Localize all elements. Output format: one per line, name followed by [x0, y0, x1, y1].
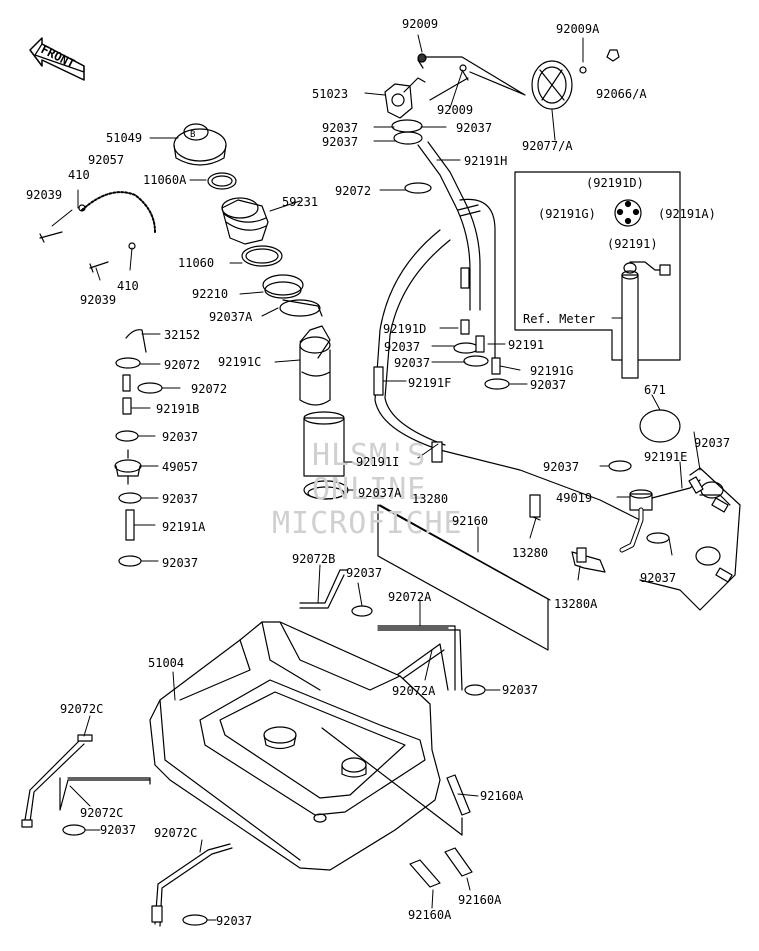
- part-label-92191A: 92191A: [162, 520, 206, 534]
- part-label-92191H: 92191H: [464, 154, 508, 168]
- part-label-92191I: 92191I: [356, 455, 400, 469]
- part-label-92072: 92072: [335, 184, 372, 198]
- vent-disk-92077: [531, 49, 620, 110]
- part-label-92037: 92037: [346, 566, 383, 580]
- part-label-92191E: 92191E: [644, 450, 688, 464]
- part-label-92037: 92037: [502, 683, 539, 697]
- part-label-92037: 92037: [694, 436, 731, 450]
- part-label-92072: 92072: [191, 382, 228, 396]
- part-label-92191F: 92191F: [408, 376, 452, 390]
- svg-text:B: B: [190, 130, 195, 140]
- valve-assembly-51023: [384, 53, 469, 119]
- part-label-92072A: 92072A: [392, 684, 436, 698]
- part-label-92191: 92191: [508, 338, 545, 352]
- part-label-51049: 51049: [106, 131, 143, 145]
- part-label-92037: 92037: [216, 914, 253, 928]
- part-label-92077A: 92077/A: [522, 139, 573, 153]
- part-label-92191B: 92191B: [156, 402, 200, 416]
- part-label-410: 410: [117, 279, 139, 293]
- part-label-59231: 59231: [282, 195, 319, 209]
- fuel-level-sensor: [621, 261, 671, 379]
- part-label-13280: 13280: [512, 546, 549, 560]
- part-label-92191-paren: (92191): [607, 237, 658, 251]
- vent-hose-92191H: [374, 141, 641, 521]
- part-label-92037A: 92037A: [209, 310, 253, 324]
- part-label-92160A: 92160A: [480, 789, 524, 803]
- part-label-92191D: 92191D: [383, 322, 427, 336]
- part-label-92037: 92037: [640, 571, 677, 585]
- part-label-92072C: 92072C: [60, 702, 104, 716]
- part-label-92009A: 92009A: [556, 22, 600, 36]
- part-label-92037: 92037: [162, 556, 199, 570]
- part-label-11060: 11060: [178, 256, 215, 270]
- fuel-filter-49019: [629, 479, 701, 511]
- part-label-92072A: 92072A: [388, 590, 432, 604]
- part-label-92072C: 92072C: [154, 826, 198, 840]
- part-label-92191G-paren: (92191G): [538, 207, 596, 221]
- part-label-671: 671: [644, 383, 666, 397]
- watermark-line-3: MICROFICHE: [272, 506, 463, 541]
- part-label-92009: 92009: [437, 103, 474, 117]
- part-label-13280A: 13280A: [554, 597, 598, 611]
- part-label-92037: 92037: [162, 430, 199, 444]
- front-arrow-icon: FRONT: [29, 37, 85, 81]
- part-label-11060A: 11060A: [143, 173, 187, 187]
- part-label-13280: 13280: [412, 492, 449, 506]
- leader-lines: [51, 34, 701, 921]
- part-label-92191A-paren: (92191A): [658, 207, 716, 221]
- part-label-92037: 92037: [322, 135, 359, 149]
- check-valve-49057: [114, 449, 142, 485]
- part-label-92037: 92037: [456, 121, 493, 135]
- filler-neck-59231: [221, 197, 269, 245]
- part-label-410: 410: [68, 168, 90, 182]
- part-label-92191G: 92191G: [530, 364, 574, 378]
- fuel-tank-51004: [149, 621, 441, 871]
- part-label-92037: 92037: [543, 460, 580, 474]
- leader-lines: [424, 56, 526, 96]
- part-label-92160: 92160: [452, 514, 489, 528]
- part-label-92066A: 92066/A: [596, 87, 647, 101]
- part-label-92037: 92037: [322, 121, 359, 135]
- watermark-line-1: HLSM'S: [312, 438, 427, 473]
- part-label-92072B: 92072B: [292, 552, 336, 566]
- part-label-92037: 92037: [530, 378, 567, 392]
- part-label-92039: 92039: [26, 188, 63, 202]
- part-label-92039: 92039: [80, 293, 117, 307]
- part-label-92057: 92057: [88, 153, 125, 167]
- part-label-92160A: 92160A: [408, 908, 452, 922]
- watermark-line-2: ONLINE: [312, 472, 427, 507]
- part-label-92210: 92210: [192, 287, 229, 301]
- part-label-92191C: 92191C: [218, 355, 262, 369]
- part-label-92072C: 92072C: [80, 806, 124, 820]
- part-label-92037A: 92037A: [358, 486, 402, 500]
- part-label-92037: 92037: [100, 823, 137, 837]
- part-label-92037: 92037: [162, 492, 199, 506]
- filler-hose-92191C: [299, 325, 331, 406]
- part-label-92191D-paren: (92191D): [586, 176, 644, 190]
- fuel-cap-51049: B: [173, 123, 227, 166]
- part-label-49019: 49019: [556, 491, 593, 505]
- part-label-92037: 92037: [384, 340, 421, 354]
- part-label-92160A: 92160A: [458, 893, 502, 907]
- part-label-92009: 92009: [402, 17, 439, 31]
- ref-meter-label: Ref. Meter: [523, 312, 596, 326]
- part-label-51023: 51023: [312, 87, 349, 101]
- part-label-32152: 32152: [164, 328, 201, 342]
- sensor-inset-box: [514, 171, 681, 361]
- part-label-92037: 92037: [394, 356, 431, 370]
- part-label-51004: 51004: [148, 656, 185, 670]
- part-label-92072: 92072: [164, 358, 201, 372]
- part-label-49057: 49057: [162, 460, 199, 474]
